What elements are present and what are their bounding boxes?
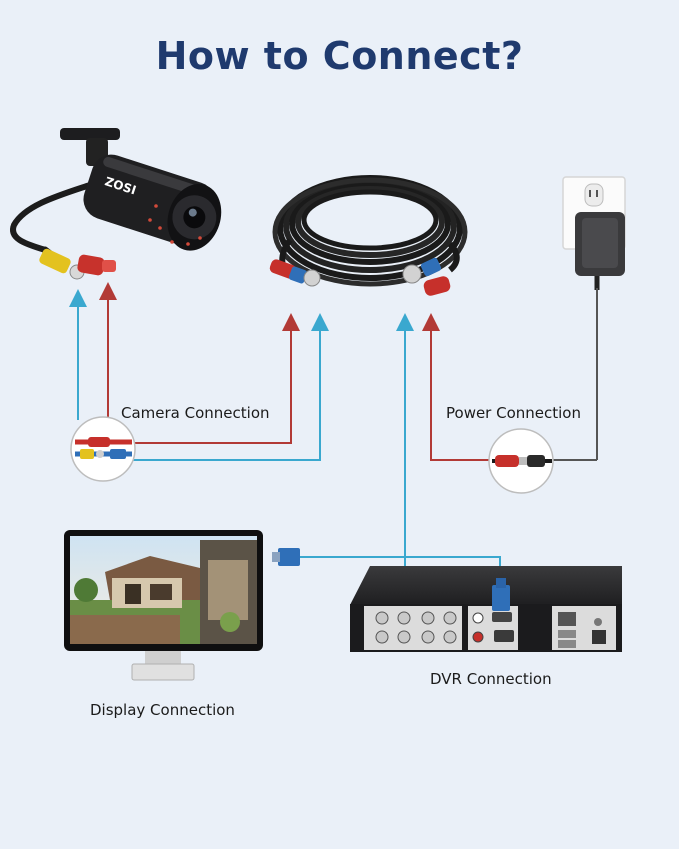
bullet-camera: ZOSI [10, 128, 222, 280]
power-connector-closeup [488, 428, 554, 494]
display-connection-label: Display Connection [90, 701, 235, 719]
dvr-recorder [350, 566, 622, 652]
power-adapter [562, 176, 626, 460]
power-connection-label: Power Connection [446, 404, 581, 422]
camera-connector-closeup [70, 416, 136, 482]
page-title: How to Connect? [155, 34, 524, 78]
dvr-connection-label: DVR Connection [430, 670, 552, 688]
monitor [64, 530, 300, 681]
bnc-cable-coil [269, 175, 468, 296]
camera-connection-label: Camera Connection [121, 404, 270, 422]
